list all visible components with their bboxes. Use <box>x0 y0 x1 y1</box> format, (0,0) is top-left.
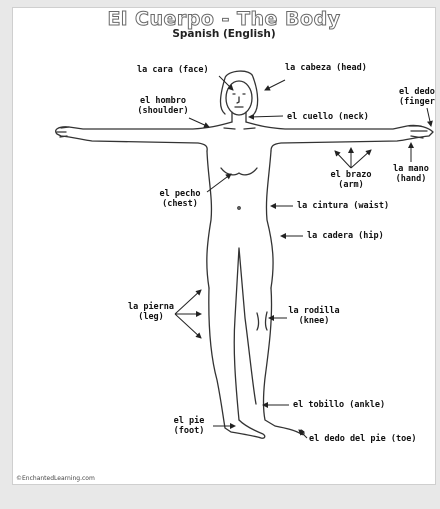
navel <box>238 207 240 209</box>
label-foot-en: (foot) <box>169 426 209 436</box>
label-shoulder: el hombro (shoulder) <box>131 96 195 116</box>
label-arm: el brazo (arm) <box>327 170 375 190</box>
label-hand-es: la mano <box>389 164 433 174</box>
label-hand: la mano (hand) <box>389 164 433 184</box>
label-toe: el dedo del pie (toe) <box>309 434 416 444</box>
arrow-finger <box>427 108 431 126</box>
arrow-head <box>265 80 285 90</box>
label-shoulder-es: el hombro <box>131 96 195 106</box>
label-leg-es: la pierna <box>123 302 179 312</box>
arrow-arm-1 <box>335 151 351 168</box>
label-neck: el cuello (neck) <box>287 112 369 122</box>
label-finger-en: (finger <box>399 97 436 107</box>
label-knee: la rodilla (knee) <box>285 306 343 326</box>
torso-right <box>266 151 273 288</box>
label-hip: la cadera (hip) <box>307 231 384 241</box>
label-waist: la cintura (waist) <box>297 201 389 211</box>
torso-left <box>207 151 212 288</box>
chest-outline <box>221 168 257 175</box>
arrow-shoulder <box>189 118 209 127</box>
arrow-chest <box>207 174 231 192</box>
label-arm-en: (arm) <box>327 180 375 190</box>
label-face: la cara (face) <box>137 65 209 75</box>
label-knee-en: (knee) <box>285 316 343 326</box>
label-foot: el pie (foot) <box>169 416 209 436</box>
right-arm-outline <box>246 122 433 151</box>
label-leg-en: (leg) <box>123 312 179 322</box>
collarbone-lines <box>224 128 255 129</box>
left-arm-outline <box>56 122 232 151</box>
left-leg-outline <box>209 288 265 438</box>
label-finger-es: el dedo <box>399 87 436 97</box>
label-ankle: el tobillo (ankle) <box>293 400 385 410</box>
label-hand-en: (hand) <box>389 174 433 184</box>
inner-legs <box>234 248 256 420</box>
arrow-arm-3 <box>351 150 371 168</box>
label-shoulder-en: (shoulder) <box>131 106 195 116</box>
copyright-footer[interactable]: ©EnchantedLearning.com <box>16 475 95 482</box>
arrow-neck <box>249 116 283 117</box>
label-chest: el pecho (chest) <box>153 189 207 209</box>
body-outline <box>13 8 435 484</box>
label-finger: el dedo (finger <box>399 87 436 107</box>
face-features <box>233 94 245 107</box>
label-foot-es: el pie <box>169 416 209 426</box>
label-knee-es: la rodilla <box>285 306 343 316</box>
label-leg: la pierna (leg) <box>123 302 179 322</box>
label-arm-es: el brazo <box>327 170 375 180</box>
arrow-face <box>219 76 233 90</box>
label-chest-es: el pecho <box>153 189 207 199</box>
knee-marks <box>257 312 267 330</box>
label-chest-en: (chest) <box>153 199 207 209</box>
label-head: la cabeza (head) <box>285 63 367 73</box>
diagram-card: El Cuerpo - The Body Spanish (English) <box>12 7 436 485</box>
